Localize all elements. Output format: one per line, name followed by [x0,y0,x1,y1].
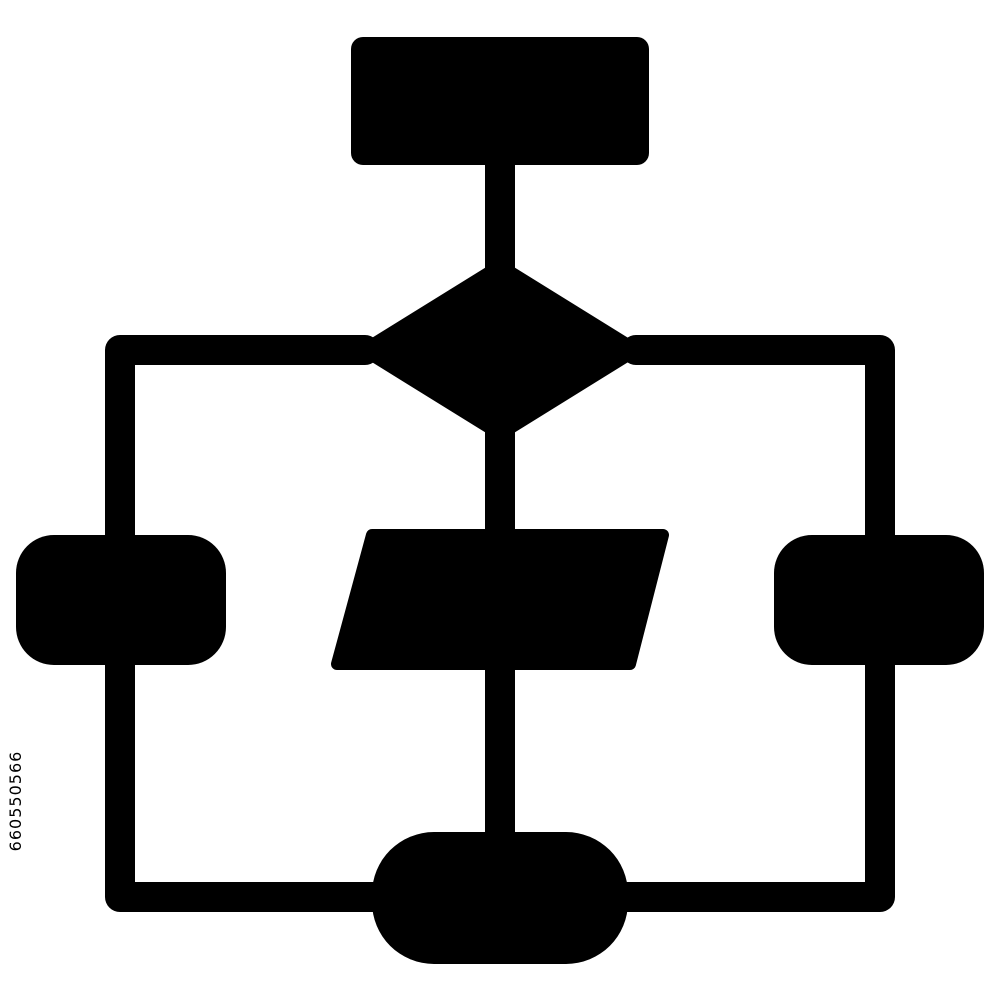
decision-diamond [355,259,645,441]
terminal-left [16,535,226,665]
io-parallelogram [331,529,669,670]
terminal-right [774,535,984,665]
process-box-top [351,37,649,165]
terminal-bottom [372,832,628,964]
stock-id-label: 660550566 [6,750,25,852]
